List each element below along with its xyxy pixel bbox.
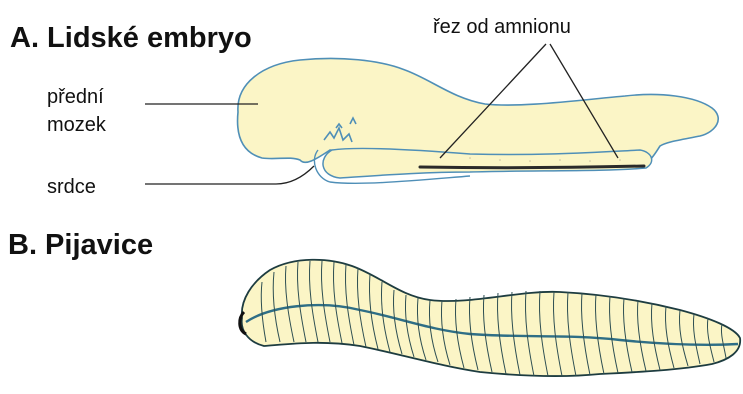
human-embryo — [238, 58, 719, 183]
panel-b-title: B. Pijavice — [8, 229, 153, 262]
leader-heart — [145, 166, 314, 184]
heart-label: srdce — [47, 176, 96, 199]
forebrain-label-line1: přední — [47, 86, 104, 109]
amnion-underside — [420, 166, 644, 168]
leech — [240, 260, 740, 376]
forebrain-label-line2: mozek — [47, 114, 106, 137]
panel-a-title: A. Lidské embryo — [10, 22, 252, 55]
amnion-cut-label: řez od amnionu — [433, 16, 571, 39]
